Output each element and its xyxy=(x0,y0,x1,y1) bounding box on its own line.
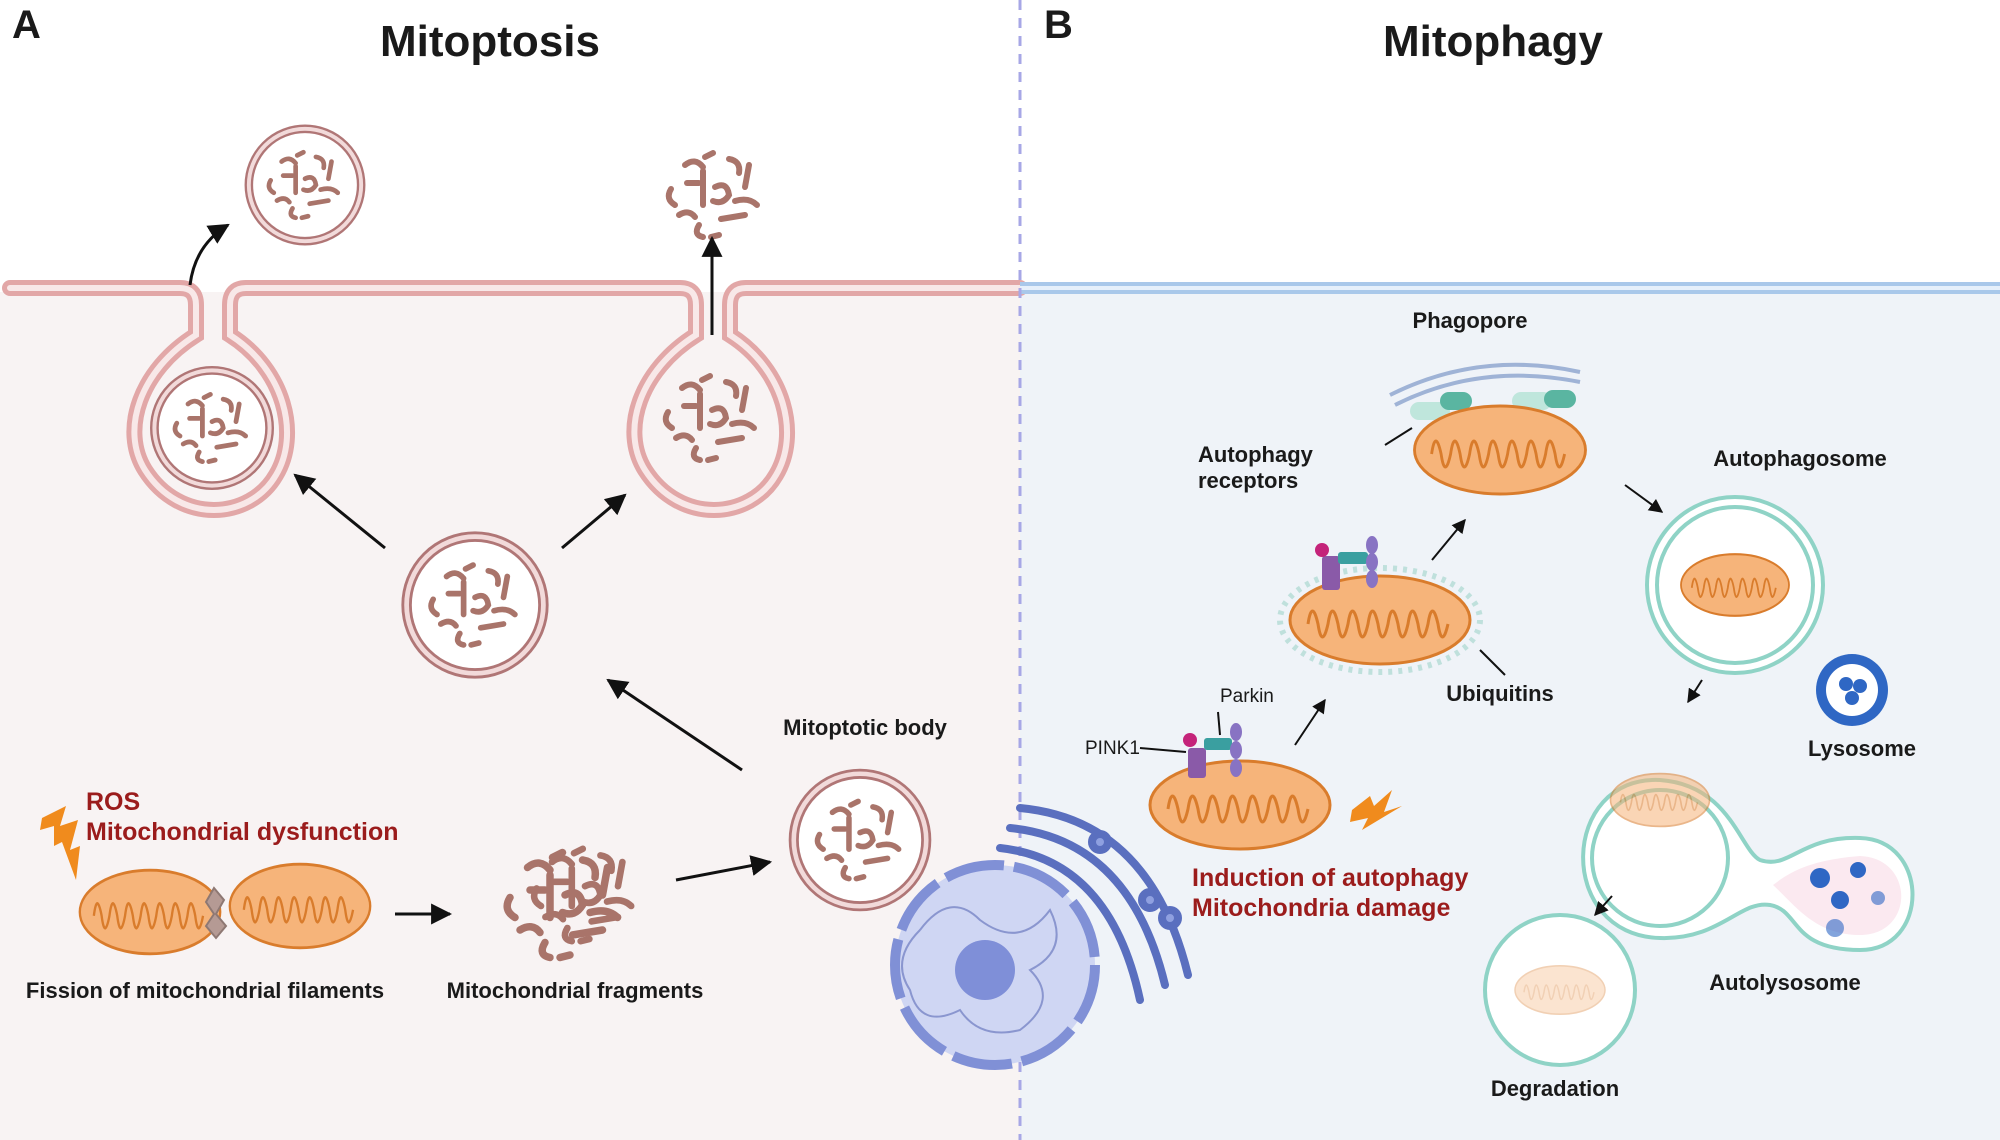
arrow-to-right-invagination xyxy=(561,493,627,550)
pink1-protein xyxy=(1188,748,1206,778)
receptor-shape-3 xyxy=(1512,392,1552,410)
receptor-pointer xyxy=(1384,427,1413,446)
panel-a-letter: A xyxy=(12,3,41,47)
exocytosing-mitoptotic-body xyxy=(154,370,269,485)
label-mito-dysfunction: Mitochondrial dysfunction xyxy=(86,818,399,846)
arrow-to-degradation xyxy=(1594,895,1613,917)
label-receptors: receptors xyxy=(1198,468,1298,493)
panel-b-title: Mitophagy xyxy=(1383,17,1604,66)
autophagosome xyxy=(1645,495,1825,675)
arrow-to-autolysosome xyxy=(1687,679,1703,704)
label-ros: ROS xyxy=(86,788,140,816)
parkin-protein xyxy=(1204,738,1232,750)
label-mitoptotic-body: Mitoptotic body xyxy=(783,715,948,740)
label-autolysosome: Autolysosome xyxy=(1709,970,1861,995)
arrow-fragments-to-body xyxy=(675,855,773,882)
receptor-shape-1 xyxy=(1410,402,1450,420)
autolysosome xyxy=(1581,772,1915,953)
mitochondrion-with-receptors xyxy=(1413,404,1587,496)
arrow-ubiquitin-to-receptors xyxy=(1431,518,1466,561)
ubiquitin-chain-upper xyxy=(1366,536,1378,588)
phospho-icon-upper xyxy=(1315,543,1329,557)
dividing-mitochondrion xyxy=(78,862,372,956)
label-fragments: Mitochondrial fragments xyxy=(447,978,704,1003)
ubiquitinated-mitochondrion xyxy=(1277,565,1483,675)
arrow-to-left-invagination xyxy=(293,473,386,550)
panel-a-title: Mitoptosis xyxy=(380,17,600,66)
damage-lightning-icon xyxy=(1350,790,1402,830)
label-lysosome: Lysosome xyxy=(1808,736,1916,761)
receptor-shape-2 xyxy=(1440,392,1472,410)
phospho-icon xyxy=(1183,733,1197,747)
degradation-vesicle xyxy=(1483,913,1637,1067)
released-mitoptotic-body xyxy=(249,129,361,241)
released-fragments xyxy=(669,153,757,237)
pink1-pointer xyxy=(1139,747,1187,753)
mitoptotic-body xyxy=(794,774,926,906)
label-damage: Mitochondria damage xyxy=(1192,894,1450,922)
phagopore xyxy=(1389,362,1581,407)
arrow-damage-to-ubiquitin xyxy=(1294,698,1326,746)
lysosome xyxy=(1816,654,1888,726)
panel-b-letter: B xyxy=(1044,3,1073,47)
label-pink1: PINK1 xyxy=(1085,738,1140,759)
endoplasmic-reticulum xyxy=(996,804,1192,1004)
parkin-protein-upper xyxy=(1338,552,1368,564)
cell-nucleus xyxy=(890,860,1100,1070)
arrow-release-vesicle xyxy=(188,223,230,286)
ubiquitin-chain xyxy=(1230,723,1242,777)
pink1-protein-upper xyxy=(1322,556,1340,590)
label-autophagy: Autophagy xyxy=(1198,442,1314,467)
ubiquitin-pointer xyxy=(1479,649,1506,676)
label-fission: Fission of mitochondrial filaments xyxy=(26,978,384,1003)
lightning-icon xyxy=(40,806,80,880)
label-degradation: Degradation xyxy=(1491,1076,1619,1101)
label-autophagosome: Autophagosome xyxy=(1713,446,1887,471)
label-parkin: Parkin xyxy=(1220,686,1274,707)
arrow-body-to-central xyxy=(606,678,743,772)
label-phagopore: Phagopore xyxy=(1413,308,1528,333)
label-induction: Induction of autophagy xyxy=(1192,864,1468,892)
label-ubiquitins: Ubiquitins xyxy=(1446,681,1554,706)
arrow-to-autophagosome xyxy=(1624,484,1664,513)
mitoptotic-body-central xyxy=(407,537,544,674)
plasma-membrane-a xyxy=(2,280,1028,518)
receptor-shape-4 xyxy=(1544,390,1576,408)
parkin-pointer xyxy=(1217,711,1221,736)
